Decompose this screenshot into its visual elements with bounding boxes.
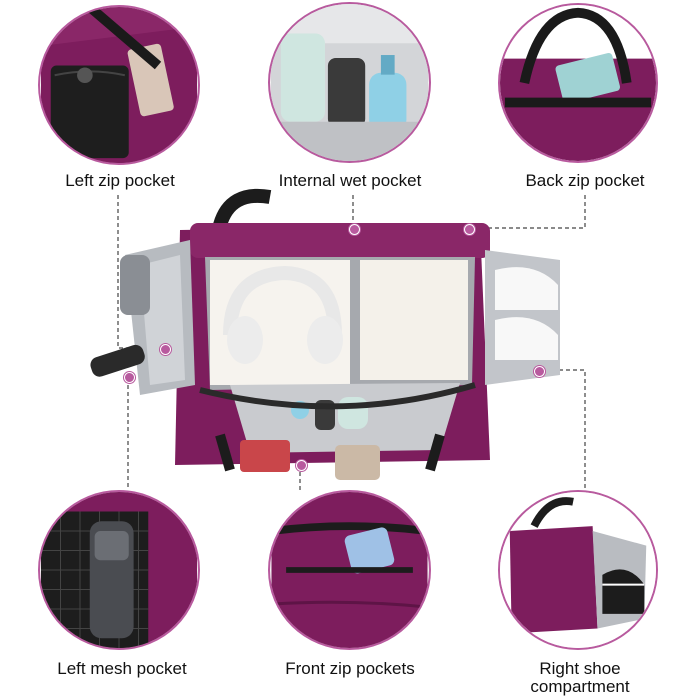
front-zip-pockets-image: [271, 492, 428, 648]
marker-left-mesh: [124, 372, 135, 383]
label-left-mesh-pocket: Left mesh pocket: [57, 659, 187, 678]
marker-front-zip: [296, 460, 307, 471]
headphones: [223, 265, 342, 336]
duffel-bag-main-image: [90, 188, 560, 480]
top-handle: [213, 188, 272, 228]
callout-left-zip-pocket: [38, 5, 200, 165]
marker-back-zip: [464, 224, 475, 235]
internal-wet-pocket-image: [271, 4, 428, 161]
right-shoe-compartment-image: [500, 492, 656, 648]
marker-internal-wet: [349, 224, 360, 235]
label-back-zip-pocket: Back zip pocket: [525, 171, 645, 190]
callout-internal-wet-pocket: [268, 2, 431, 163]
label-internal-wet-pocket: Internal wet pocket: [278, 171, 422, 190]
callout-back-zip-pocket: [498, 3, 658, 163]
callout-left-mesh-pocket: [38, 490, 200, 650]
left-mesh-pocket-image: [41, 492, 197, 648]
left-zip-pocket-image: [41, 7, 197, 163]
marker-right-shoe: [534, 366, 545, 377]
label-left-zip-pocket: Left zip pocket: [65, 171, 175, 190]
label-front-zip-pockets: Front zip pockets: [285, 659, 415, 678]
callout-front-zip-pockets: [268, 490, 431, 650]
back-zip-pocket-image: [500, 5, 656, 161]
marker-left-zip: [160, 344, 171, 355]
callout-right-shoe-compartment: [498, 490, 658, 650]
label-right-shoe-compartment: Right shoe compartment: [530, 659, 630, 696]
